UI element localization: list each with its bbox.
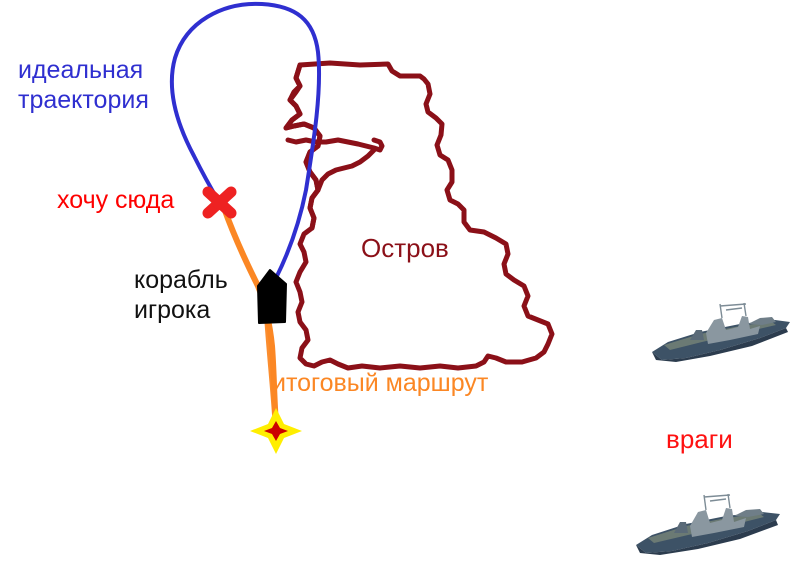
player-ship-marker[interactable]: [257, 269, 287, 324]
island-outline: [283, 60, 555, 371]
label-player-ship-line2: игрока: [134, 295, 211, 324]
final-route-tail: [264, 320, 276, 424]
island-left-coast-detail: [315, 147, 377, 193]
label-player-ship: корабль игрока: [134, 266, 228, 325]
enemy-battleship-lower[interactable]: [636, 493, 780, 555]
label-ideal-trajectory: идеальная траектория: [18, 56, 149, 115]
label-island: Остров: [361, 233, 449, 263]
label-enemies: враги: [666, 424, 733, 454]
label-ideal-trajectory-line1: идеальная: [18, 56, 144, 84]
label-want-here: хочу сюда: [57, 186, 175, 214]
ideal-trajectory-path[interactable]: [169, 1, 322, 280]
yellow-star-marker[interactable]: [250, 408, 302, 454]
label-player-ship-line1: корабль: [134, 266, 228, 294]
island-inner-coast: [285, 137, 385, 153]
label-final-route: итоговый маршрут: [272, 369, 489, 397]
label-ideal-trajectory-line2: траектория: [18, 85, 149, 114]
enemy-battleship-upper[interactable]: [652, 302, 790, 362]
red-x-marker[interactable]: [202, 186, 237, 219]
